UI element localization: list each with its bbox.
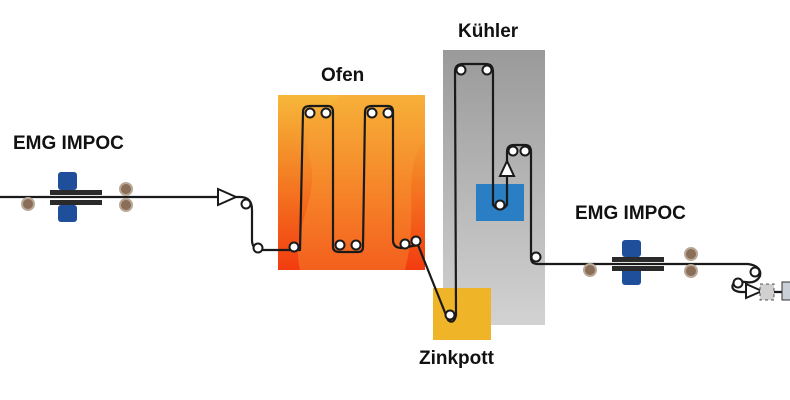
roller-icon [334,239,346,251]
roller-icon [240,198,252,210]
roller-icon [749,266,761,278]
guide-rollers [240,64,761,321]
roller-icon [320,107,332,119]
roller-icon [481,64,493,76]
roller-icon [119,198,133,212]
impoc-sensor-icon [50,172,102,222]
roller-icon [519,145,531,157]
impoc-sensor-icon [612,240,664,285]
impoc-left-label: EMG IMPOC [13,133,124,154]
strip-direction-arrow-icon [745,282,765,300]
steel-strip [0,62,790,323]
roller-icon [530,251,542,263]
roller-icon [382,107,394,119]
roller-icon [444,309,456,321]
roller-icon [252,242,264,254]
impoc-right-label: EMG IMPOC [575,203,686,224]
zinc-pot [433,288,491,340]
exit-unit [781,281,790,301]
roller-icon [455,64,467,76]
roller-icon [399,238,411,250]
furnace-label: Ofen [321,65,365,86]
roller-icon [366,107,378,119]
strip-direction-arrow-icon [498,158,516,177]
roller-icon [288,241,300,253]
zinc-pot-label: Zinkpott [419,348,494,369]
exit-unit-dashed [759,283,775,301]
roller-icon [494,199,506,211]
roller-icon [350,239,362,251]
roller-icon [410,235,422,247]
roller-icon [119,182,133,196]
roller-icon [732,277,744,289]
roller-icon [304,107,316,119]
roller-icon [21,197,35,211]
strip-direction-arrow-icon [217,187,239,207]
roller-icon [684,264,698,278]
cooler-label: Kühler [458,21,519,42]
roller-icon [684,247,698,261]
roller-icon [507,145,519,157]
roller-icon [583,263,597,277]
